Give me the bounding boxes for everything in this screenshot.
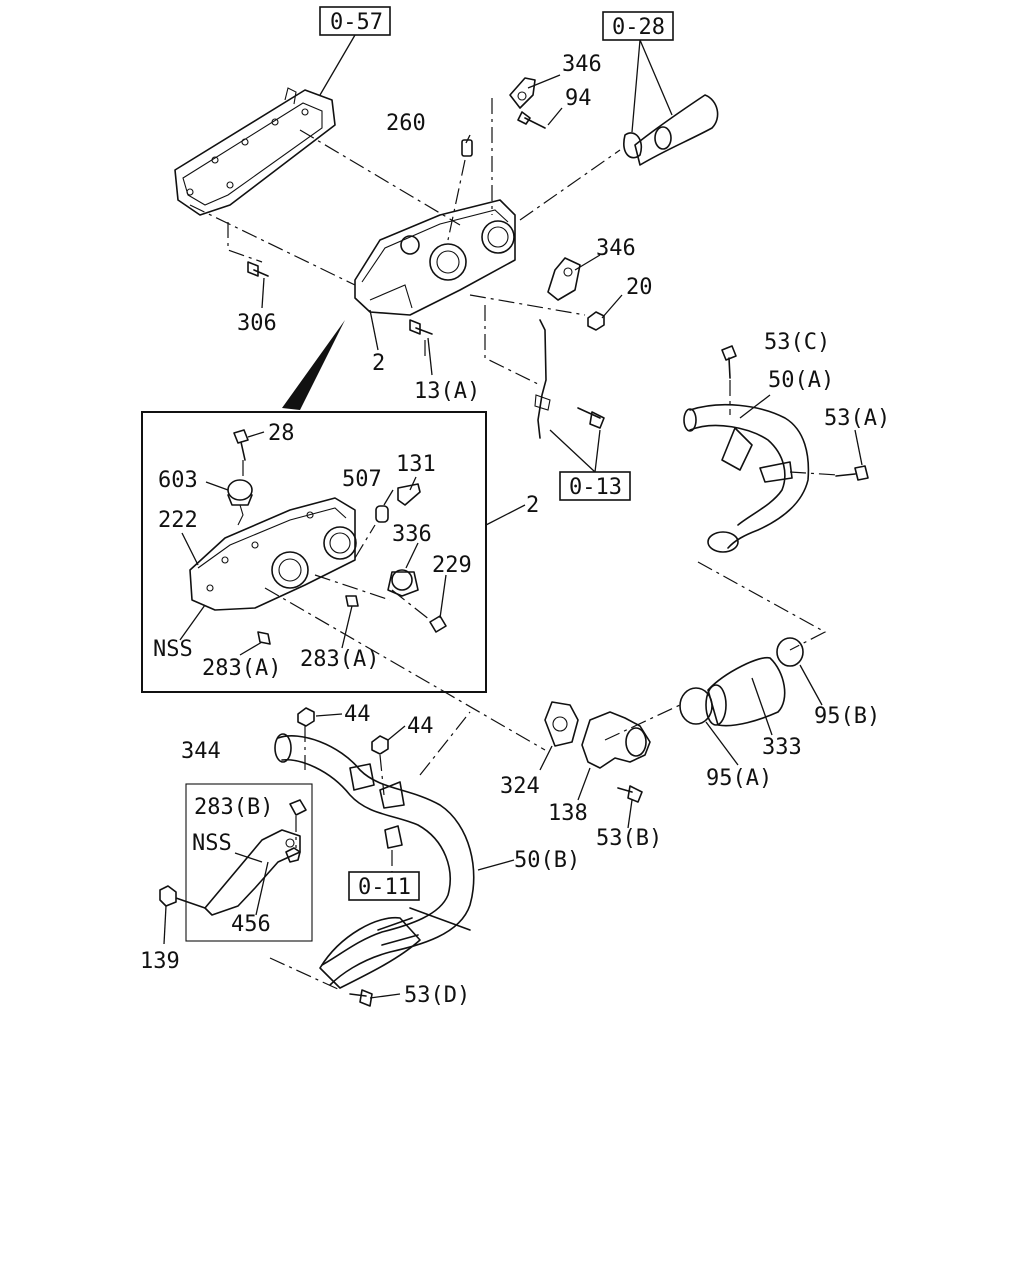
mount-0-11 <box>384 825 403 849</box>
sensor-336 <box>387 569 419 597</box>
svg-text:0-57: 0-57 <box>330 10 383 35</box>
clamp-95b <box>776 637 804 667</box>
label-139[interactable]: 139 <box>140 949 180 974</box>
nut-44-left <box>297 707 315 727</box>
exhaust-manifold-detail <box>189 497 357 611</box>
heat-shield-cover <box>174 87 336 216</box>
gasket-324 <box>544 701 579 747</box>
label-2-detail[interactable]: 2 <box>526 493 539 518</box>
nut-nss <box>285 847 301 863</box>
bracket-346-upper <box>509 77 536 109</box>
valve-603 <box>227 479 253 526</box>
elbow-pipe-138 <box>581 711 651 769</box>
bolt-283a-right <box>345 595 359 607</box>
label-28[interactable]: 28 <box>268 421 295 446</box>
label-53a[interactable]: 53(A) <box>824 406 890 431</box>
label-283a-right[interactable]: 283(A) <box>300 647 379 672</box>
bolt-53d <box>349 989 373 1007</box>
label-507[interactable]: 507 <box>342 467 382 492</box>
oil-level-gauge <box>534 319 551 439</box>
label-44-left[interactable]: 44 <box>344 702 371 727</box>
label-333[interactable]: 333 <box>762 735 802 760</box>
bolt-53b <box>617 785 643 803</box>
svg-text:0-11: 0-11 <box>358 875 411 900</box>
ref-box-0-13[interactable]: 0-13 <box>559 471 631 501</box>
ref-box-0-57[interactable]: 0-57 <box>319 6 391 36</box>
ref-box-0-28[interactable]: 0-28 <box>602 11 674 41</box>
mount-283b <box>289 799 307 816</box>
bracket-344 <box>204 829 301 916</box>
label-94[interactable]: 94 <box>565 86 592 111</box>
leader-lines <box>163 34 863 999</box>
cap-507 <box>375 505 389 523</box>
label-306[interactable]: 306 <box>237 311 277 336</box>
flex-pipe-333 <box>705 656 786 727</box>
label-138[interactable]: 138 <box>548 801 588 826</box>
detail-box-bracket-344 <box>185 783 313 942</box>
label-324[interactable]: 324 <box>500 774 540 799</box>
label-50a[interactable]: 50(A) <box>768 368 834 393</box>
detail-pointer-arrow <box>282 320 345 410</box>
bolt-306 <box>247 261 269 277</box>
nut-20 <box>587 311 605 331</box>
bolt-0-13 <box>577 407 605 429</box>
svg-text:0-28: 0-28 <box>612 15 665 40</box>
bolt-283a-left <box>257 631 271 645</box>
label-2-upper[interactable]: 2 <box>372 351 385 376</box>
pipe-50b <box>274 733 475 989</box>
pipe-50a <box>683 403 810 553</box>
label-346-lower[interactable]: 346 <box>596 236 636 261</box>
detail-box-exhaust-manifold <box>141 411 487 693</box>
label-53d[interactable]: 53(D) <box>404 983 470 1008</box>
label-95b[interactable]: 95(B) <box>814 704 880 729</box>
part-labels: 346 94 260 346 20 306 2 13(A) 53(C) 50(A… <box>140 52 890 1008</box>
label-456[interactable]: 456 <box>231 912 271 937</box>
label-53b[interactable]: 53(B) <box>596 826 662 851</box>
exhaust-manifold-upper <box>354 199 516 316</box>
label-50b[interactable]: 50(B) <box>514 848 580 873</box>
bolt-53a <box>835 465 869 481</box>
pipe-end-0-28 <box>623 94 719 166</box>
label-222[interactable]: 222 <box>158 508 198 533</box>
bolt-139 <box>159 885 206 909</box>
label-20[interactable]: 20 <box>626 275 653 300</box>
label-283a-left[interactable]: 283(A) <box>202 656 281 681</box>
label-nss-detail[interactable]: NSS <box>153 637 193 662</box>
plug-131 <box>397 483 421 506</box>
bolt-53c <box>721 345 737 379</box>
bolt-229 <box>429 615 447 633</box>
label-346-upper[interactable]: 346 <box>562 52 602 77</box>
label-344[interactable]: 344 <box>181 739 221 764</box>
nut-44-right <box>371 735 389 755</box>
label-53c[interactable]: 53(C) <box>764 330 830 355</box>
bracket-346-lower <box>547 257 581 301</box>
ref-box-0-11[interactable]: 0-11 <box>348 871 420 901</box>
label-131[interactable]: 131 <box>396 452 436 477</box>
label-13a[interactable]: 13(A) <box>414 379 480 404</box>
label-603[interactable]: 603 <box>158 468 198 493</box>
label-336[interactable]: 336 <box>392 522 432 547</box>
label-260[interactable]: 260 <box>386 111 426 136</box>
label-283b[interactable]: 283(B) <box>194 795 273 820</box>
label-95a[interactable]: 95(A) <box>706 766 772 791</box>
label-229[interactable]: 229 <box>432 553 472 578</box>
label-44-right[interactable]: 44 <box>407 714 434 739</box>
label-nss-bracket[interactable]: NSS <box>192 831 232 856</box>
bolt-28 <box>233 429 249 461</box>
svg-text:0-13: 0-13 <box>569 475 622 500</box>
bolt-13a <box>409 319 433 335</box>
bolt-94 <box>517 111 546 129</box>
